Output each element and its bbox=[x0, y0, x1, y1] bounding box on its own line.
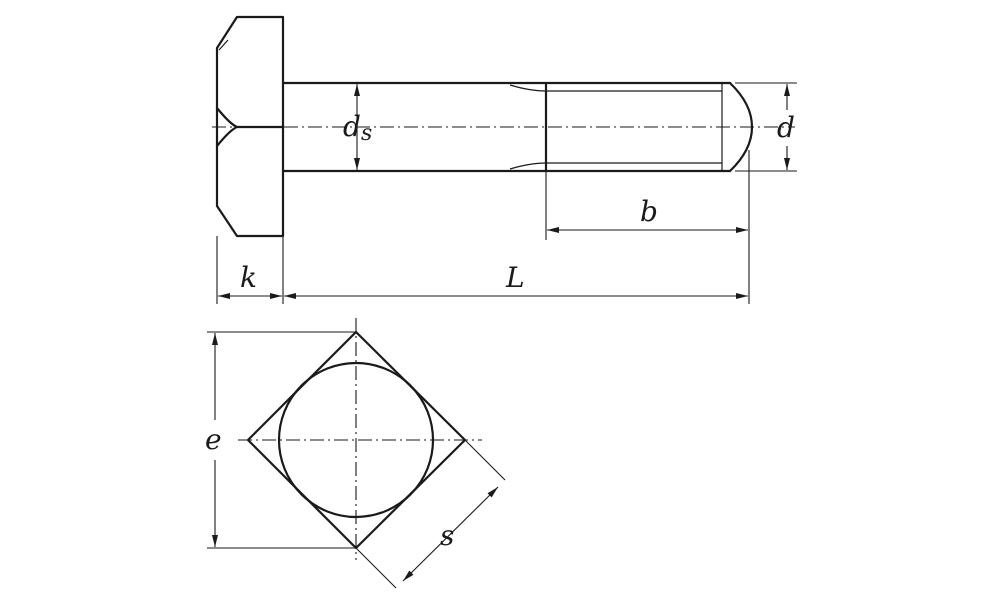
s-ext-line-upper bbox=[464, 439, 506, 481]
head-chamfer-top bbox=[218, 39, 229, 51]
thread-runout-bottom bbox=[509, 162, 722, 170]
b-label: b bbox=[640, 195, 658, 228]
side-view: ds d b k L bbox=[212, 15, 797, 304]
end-view: e s bbox=[205, 318, 506, 589]
s-ext-line-lower bbox=[355, 547, 397, 589]
ds-label: ds bbox=[343, 110, 372, 146]
thread-runout-top bbox=[509, 84, 722, 92]
s-dimension-line bbox=[402, 486, 499, 582]
L-label: L bbox=[505, 261, 525, 294]
e-label: e bbox=[205, 423, 222, 456]
d-label: d bbox=[777, 111, 795, 144]
s-label: s bbox=[440, 519, 454, 552]
k-label: k bbox=[240, 261, 257, 294]
